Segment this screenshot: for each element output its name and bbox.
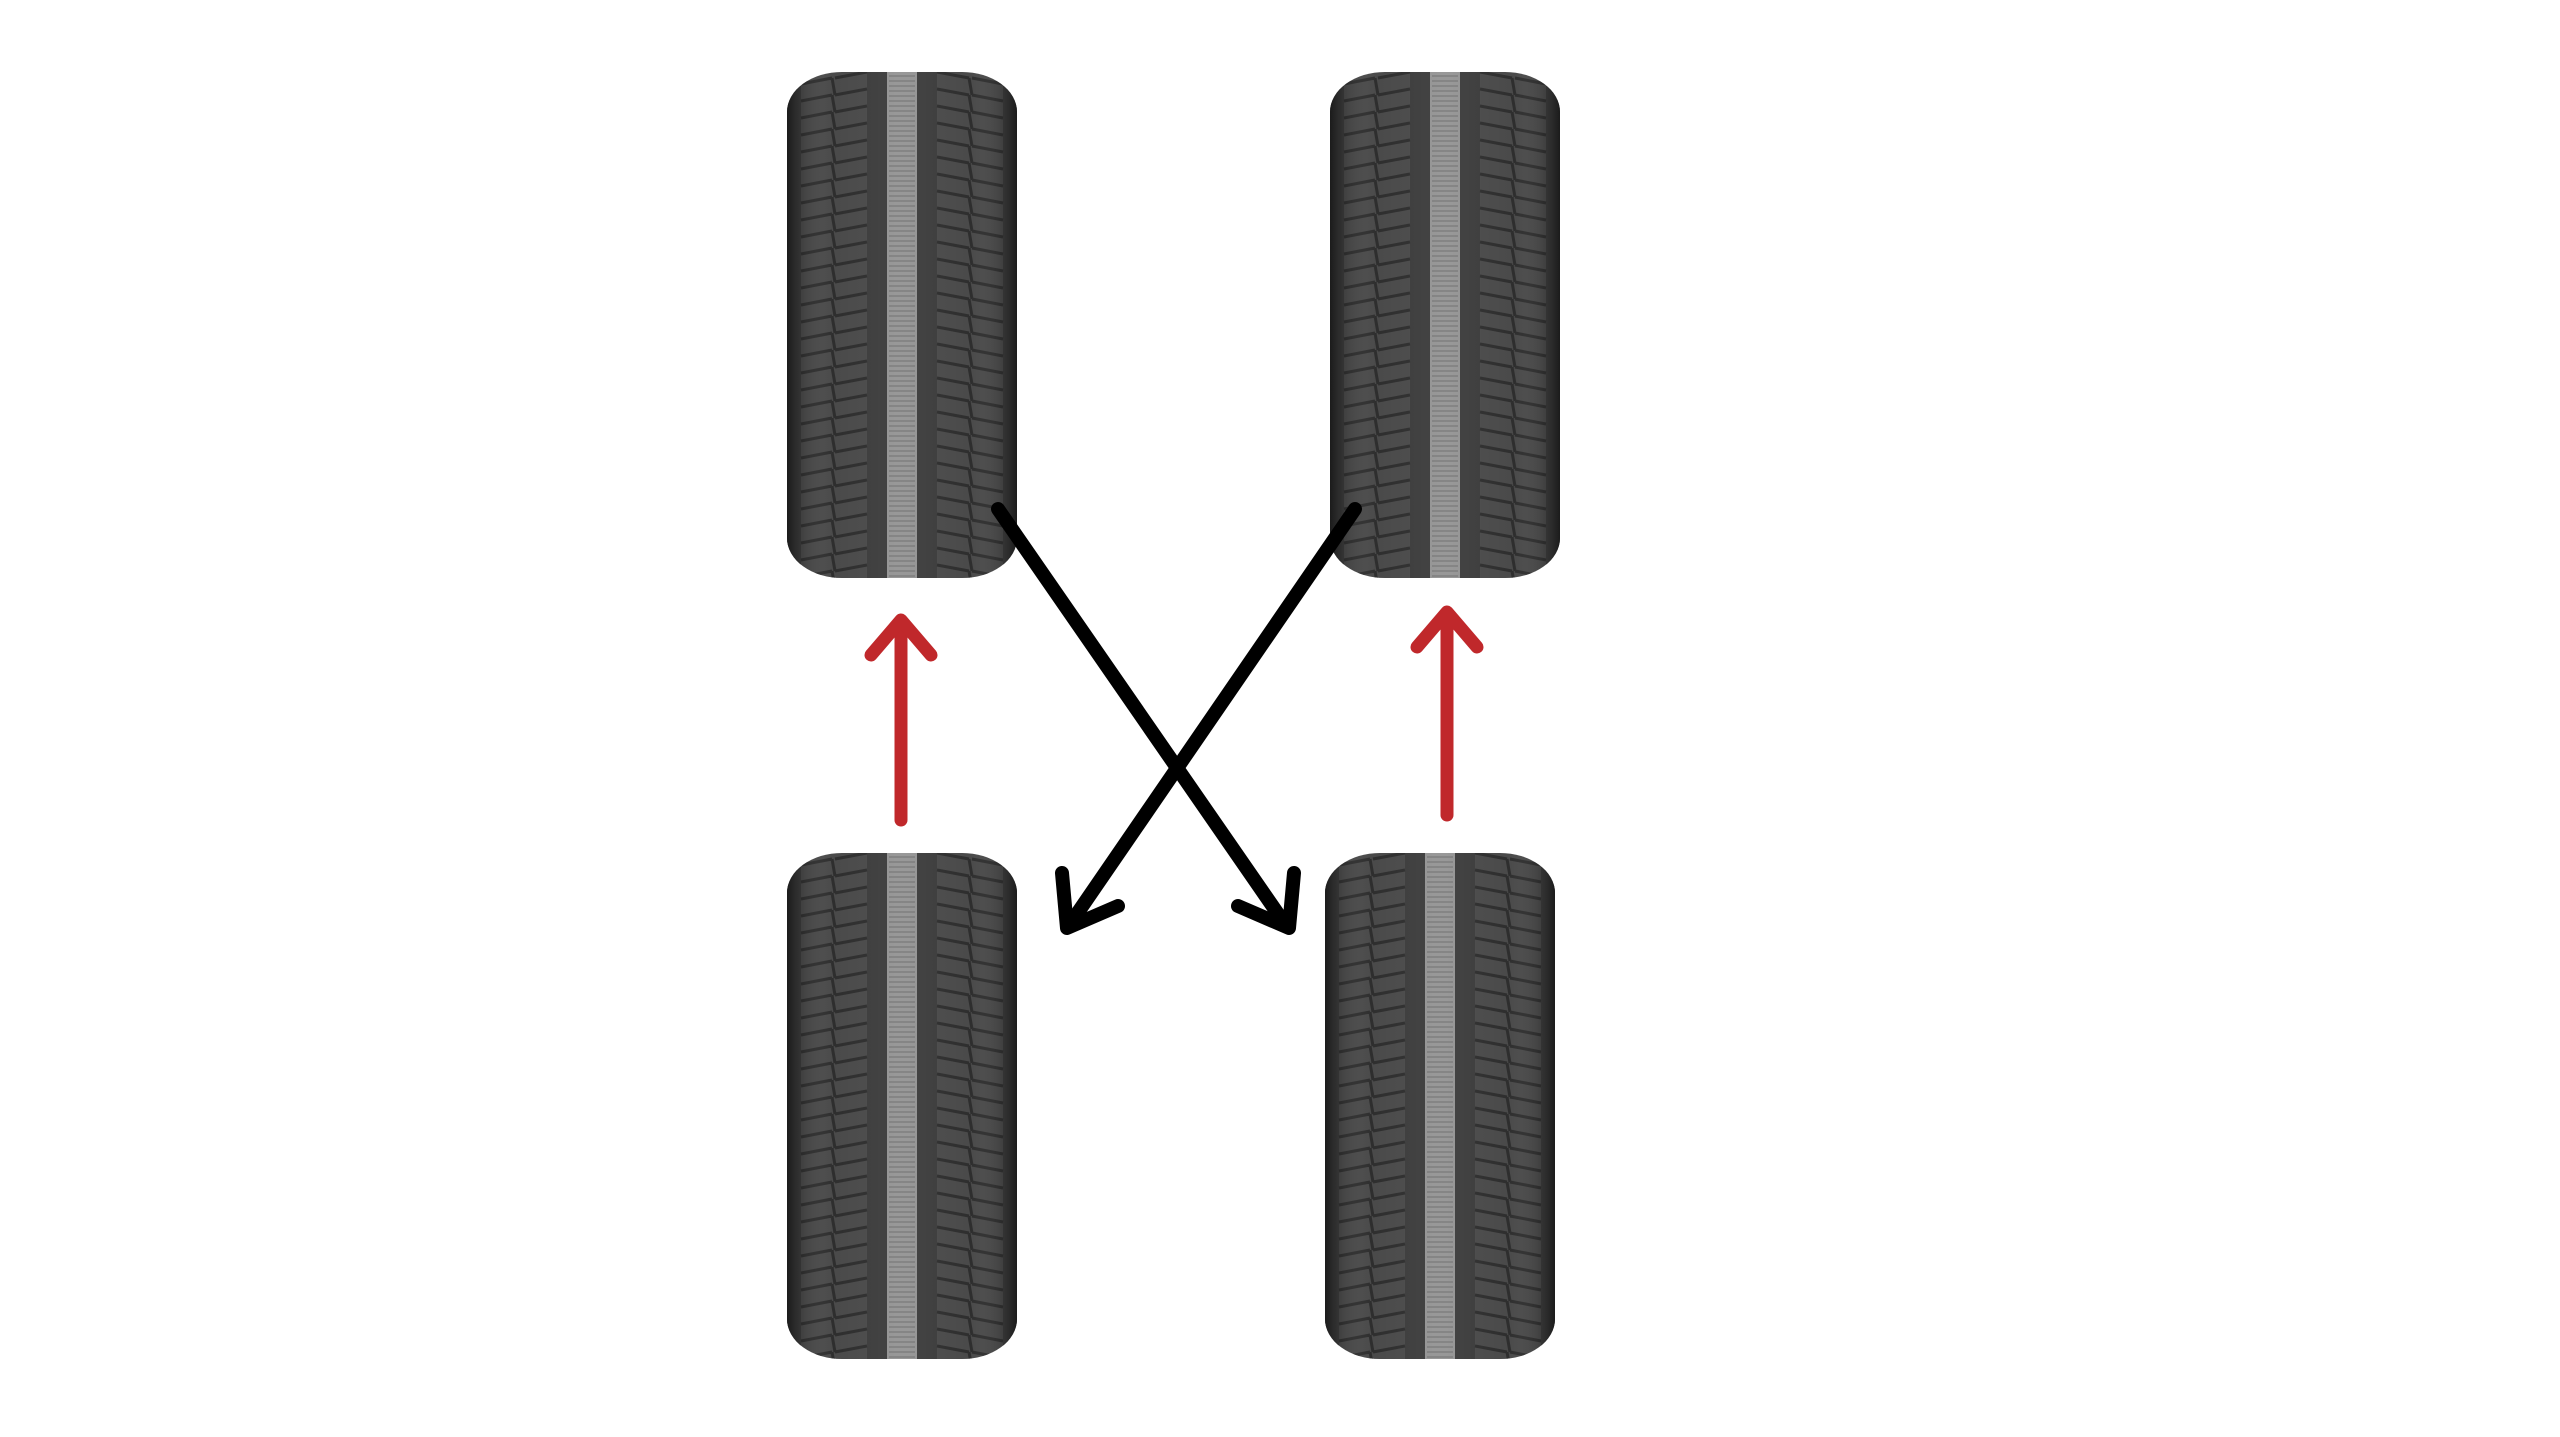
tire-icon-rear-left (787, 853, 1017, 1369)
cross-arrow-front-right-to-rear-left (1055, 502, 1362, 935)
cross-arrow-front-left-to-rear-right (991, 502, 1301, 935)
tire-icon-front-left (787, 72, 1017, 588)
straight-arrow-right (1410, 605, 1484, 822)
straight-arrow-left (864, 613, 938, 827)
tire-icon-rear-right (1325, 853, 1555, 1369)
tire-icon-front-right (1330, 72, 1560, 588)
